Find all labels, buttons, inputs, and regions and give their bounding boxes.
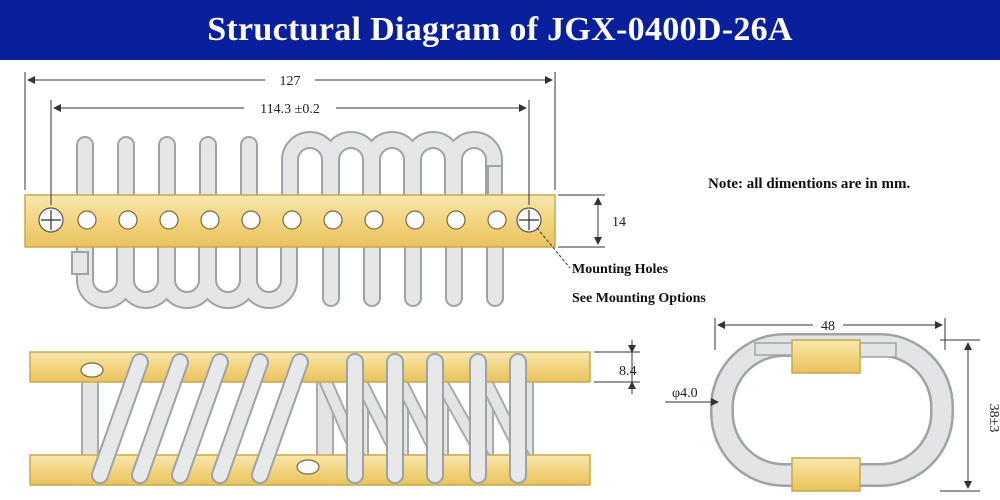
mounting-hole-right [516,207,542,233]
units-note: Note: all dimentions are in mm. [708,176,910,192]
side-bottom-bar [791,457,861,492]
dim-cable-diameter: φ4.0 [672,386,698,401]
side-top-bar [791,339,861,374]
dim-bar-width: 14 [612,215,626,230]
mounting-hole-left [38,207,64,233]
dim-overall-length: 127 [280,74,301,89]
dim-side-width: 48 [821,319,835,334]
front-dimensions [594,340,640,394]
side-view: 48 φ4.0 38±3 [665,316,1000,492]
dim-bar-thickness: 8.4 [619,364,637,379]
dim-side-height: 38±3 [986,404,1000,433]
title-banner: Structural Diagram of JGX-0400D-26A [0,0,1000,60]
top-bar-holes [77,210,507,230]
mounting-holes-label: Mounting Holes [572,262,669,277]
front-top-bar [29,351,591,383]
front-view: 8.4 [29,340,640,486]
page-title: Structural Diagram of JGX-0400D-26A [207,11,793,48]
dim-hole-spacing: 114.3 ±0.2 [260,102,320,117]
front-view-wires-front [91,353,527,484]
top-view: 127 114.3 ±0.2 14 Mounting Holes See Mou… [24,72,706,309]
mounting-options-label: See Mounting Options [572,291,706,306]
